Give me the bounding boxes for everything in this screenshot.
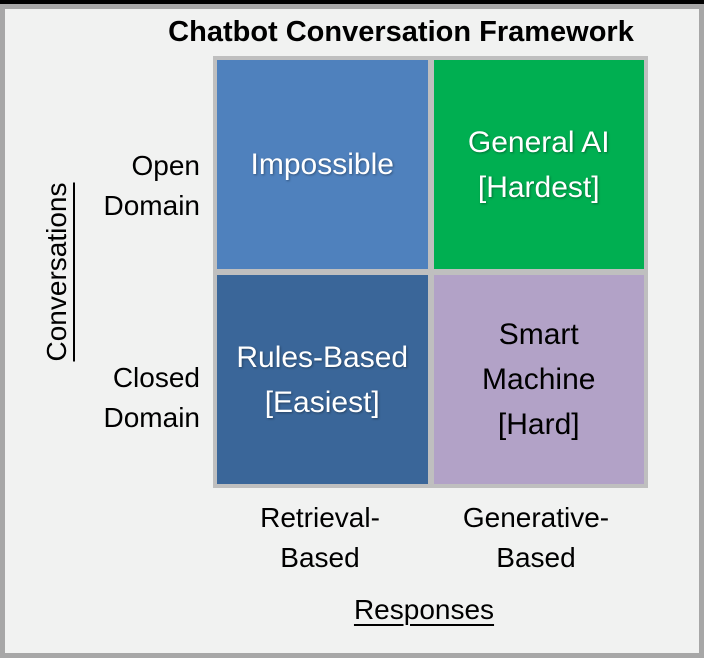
- quadrant-label-rules-based: Rules-Based [Easiest]: [236, 340, 409, 419]
- quadrant-label-impossible: Impossible: [250, 148, 394, 181]
- quadrant-matrix: Impossible General AI [Hardest] Rules-Ba…: [213, 56, 648, 488]
- quadrant-closed-retrieval: Rules-Based [Easiest]: [217, 275, 428, 484]
- quadrant-open-generative: General AI [Hardest]: [433, 60, 644, 269]
- quadrant-closed-generative: Smart Machine [Hard]: [433, 275, 644, 484]
- quadrant-open-retrieval: Impossible: [217, 60, 428, 269]
- top-border-bar: [0, 0, 704, 4]
- quadrant-label-general-ai: General AI [Hardest]: [467, 125, 610, 204]
- col-label-retrieval-based: Retrieval- Based: [260, 502, 380, 573]
- y-axis-label-conversations: Conversations: [41, 182, 72, 362]
- x-axis-label-responses: Responses: [353, 594, 495, 625]
- row-label-closed-domain: Closed Domain: [103, 362, 200, 433]
- col-label-generative-based: Generative- Based: [462, 502, 610, 573]
- row-label-open-domain: Open Domain: [103, 150, 200, 221]
- quadrant-label-smart-machine: Smart Machine [Hard]: [482, 318, 596, 441]
- diagram-title: Chatbot Conversation Framework: [168, 16, 634, 48]
